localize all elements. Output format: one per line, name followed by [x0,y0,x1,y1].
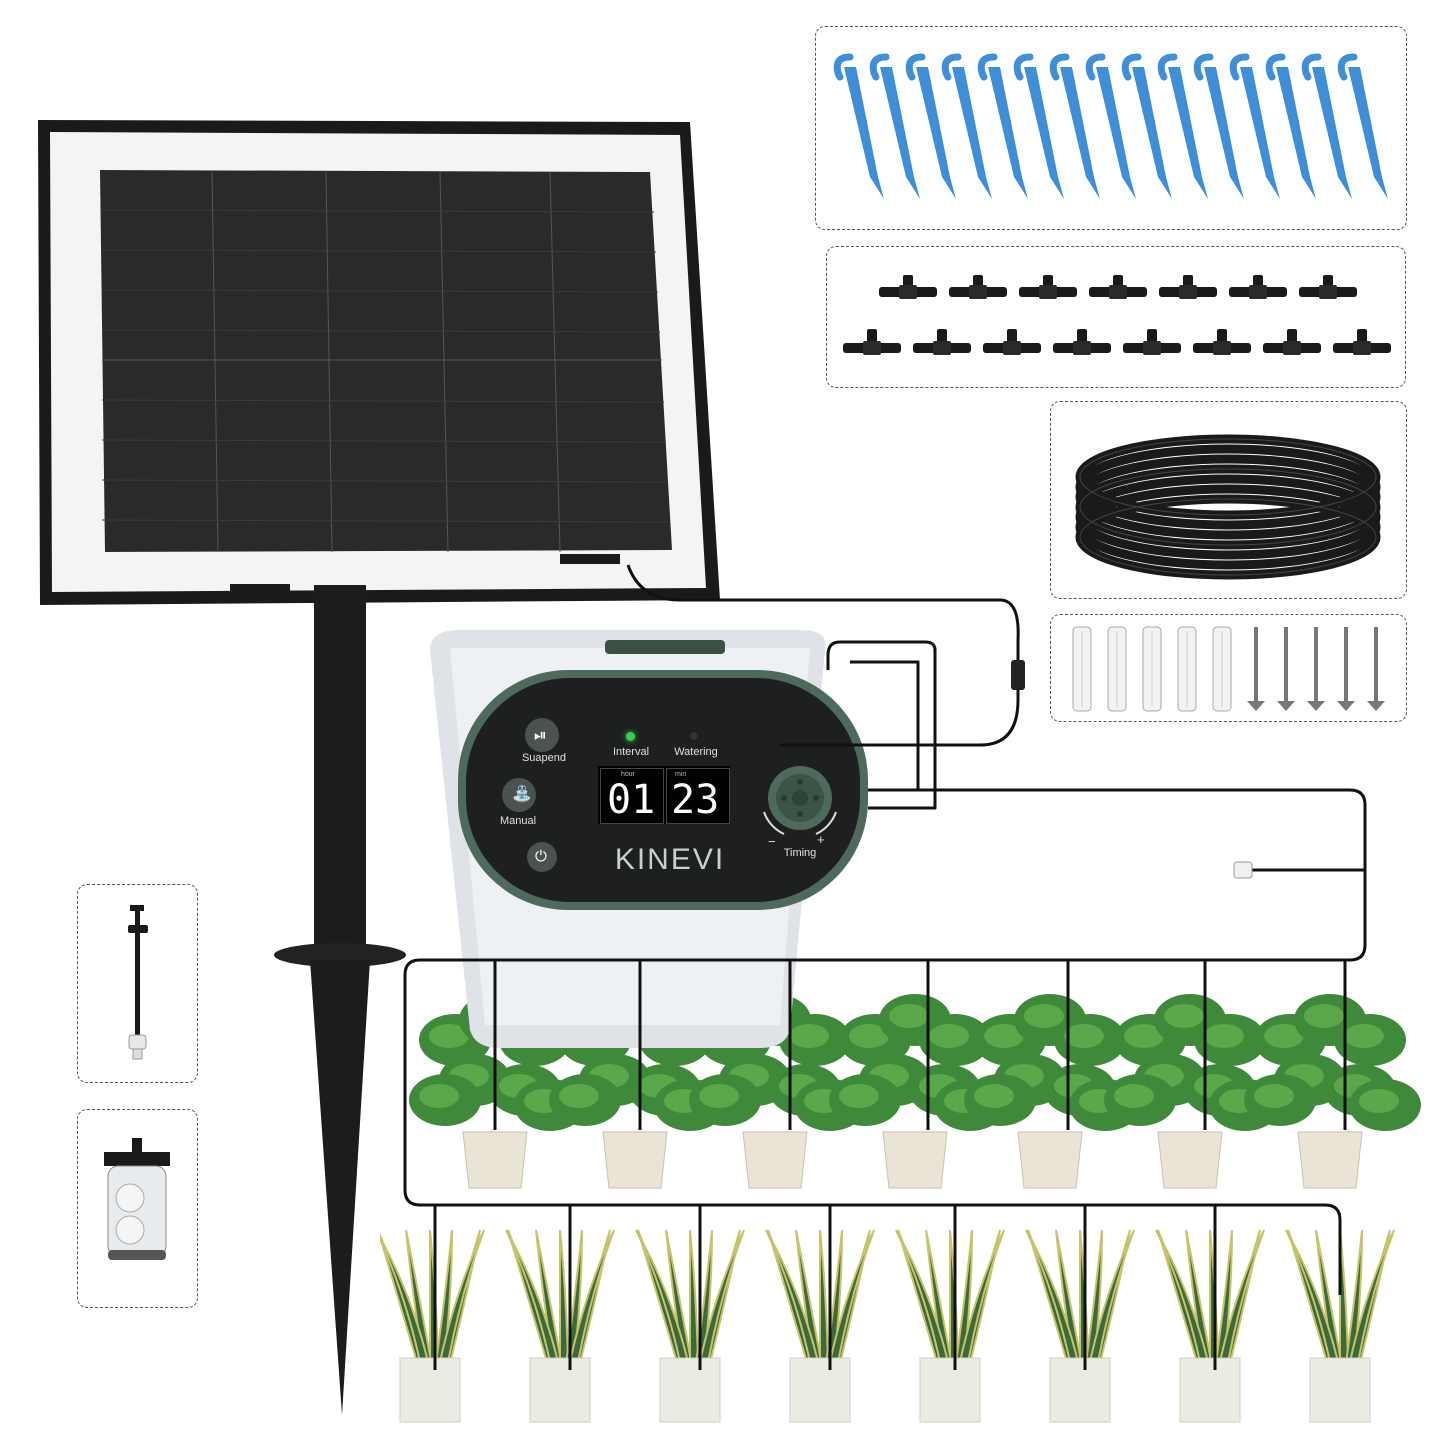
power-icon: ⏻ [535,847,547,865]
manual-label: Manual [499,815,537,827]
brand-logo: KINEVI [614,843,726,876]
drip-stake [1121,53,1172,199]
anchors-screws-box [1050,614,1407,722]
watering-led [690,732,698,740]
solar-panel [30,110,730,610]
ground-stake [270,585,410,1415]
tee-connector [1089,275,1147,299]
tee-connector [1263,329,1321,355]
interval-label: Interval [612,746,650,758]
drip-stake [1193,53,1244,199]
tee-connector [1053,329,1111,355]
tee-connector [843,329,901,355]
wall-anchor [1107,626,1127,712]
drip-stake [1157,53,1208,199]
water-filter-box [77,1109,198,1308]
timing-label: Timing [783,847,817,859]
manual-button[interactable]: ⛲ [502,778,536,812]
snake-plant [1025,1229,1135,1423]
monstera-plant [1244,994,1421,1189]
wall-anchor [1142,626,1162,712]
timing-dial[interactable] [754,760,846,840]
suspend-button[interactable]: ⏯ [525,718,559,752]
drip-stake [833,53,884,199]
tee-connector [1229,275,1287,299]
drip-stake [1229,53,1280,199]
snake-plant [1285,1229,1395,1423]
drip-stake [1013,53,1064,199]
tee-connector [1333,329,1391,355]
dial-plus: + [817,832,825,847]
tee-connector [1299,275,1357,299]
tee-connector [1193,329,1251,355]
tee-connectors-box [826,246,1406,388]
hours-panel: hour 01 [600,768,664,824]
wall-anchor [1177,626,1197,712]
screw [1337,627,1355,711]
snake-plant [1155,1229,1265,1423]
min-unit: min [675,771,687,778]
drip-stake [1265,53,1316,199]
snake-plant [765,1229,875,1423]
snake-plant [380,1229,485,1423]
dial-minus: − [768,834,776,849]
tee-connector [1123,329,1181,355]
drip-stake [869,53,920,199]
drip-stake [977,53,1028,199]
screw [1367,627,1385,711]
drip-stake [1085,53,1136,199]
drip-stakes-box [815,26,1407,230]
tee-connector [1019,275,1077,299]
tee-connector [983,329,1041,355]
tee-connector [913,329,971,355]
interval-led [626,732,635,741]
drip-stake [905,53,956,199]
dripper-stake-box [77,884,198,1083]
tee-connector [1159,275,1217,299]
play-pause-icon: ⏯ [534,725,547,744]
time-display: hour 01 min 23 [598,766,730,824]
drip-stake [1337,53,1388,199]
minutes-panel: min 23 [666,768,730,824]
power-button[interactable]: ⏻ [527,842,557,872]
watering-label: Watering [674,746,718,758]
hours-value: 01 [607,777,656,823]
wall-anchor [1072,626,1092,712]
tubing-coil-box [1050,401,1407,599]
tee-connector [879,275,937,299]
screw [1247,627,1265,711]
drip-stake [1301,53,1352,199]
wall-anchor [1212,626,1232,712]
snake-plant [895,1229,1005,1423]
snake-plant [505,1229,615,1423]
drip-stake [1049,53,1100,199]
drip-stake [941,53,992,199]
screw [1307,627,1325,711]
hour-unit: hour [621,771,636,778]
snake-plant [635,1229,745,1423]
minutes-value: 23 [671,777,720,823]
screw [1277,627,1295,711]
water-drop-icon: ⛲ [512,784,532,803]
suspend-label: Suapend [521,752,567,764]
tee-connector [949,275,1007,299]
